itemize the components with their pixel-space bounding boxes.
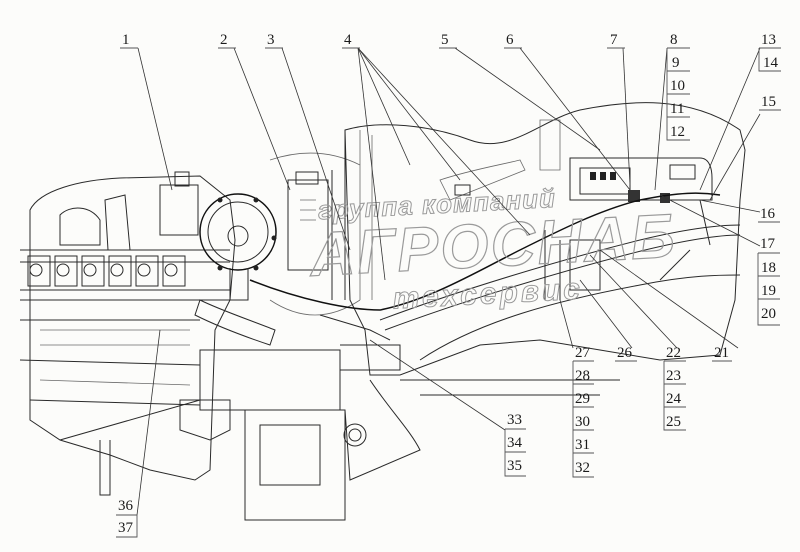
callout-35: 35 [507, 458, 522, 474]
harness-routes [249, 192, 721, 341]
callout-group-17-20: 17 18 19 20 [757, 236, 780, 326]
air-filter [194, 193, 277, 346]
callout-label: 2 [220, 32, 228, 48]
callout-32: 32 [575, 460, 590, 476]
leader-lines [136, 47, 761, 516]
callout-36: 36 [118, 498, 134, 514]
transmission-frame [179, 344, 620, 521]
callout-1: 1 [120, 32, 138, 49]
callout-labels: 1 2 3 4 5 6 7 8 9 10 11 12 13 14 15 16 1… [116, 32, 781, 538]
callout-label: 6 [506, 32, 514, 48]
radiator [269, 152, 361, 316]
callout-label: 26 [617, 345, 633, 361]
callout-group-27-32: 27 28 29 30 31 32 [572, 345, 594, 478]
callout-14: 14 [763, 55, 779, 71]
callout-21: 21 [712, 345, 732, 362]
expansion-tank [159, 171, 199, 236]
callout-label: 3 [267, 32, 275, 48]
callout-16: 16 [758, 206, 780, 223]
callout-30: 30 [575, 414, 590, 430]
callout-8: 8 [670, 32, 678, 48]
callout-label: 4 [344, 32, 352, 48]
callout-15: 15 [759, 94, 781, 111]
callout-label: 1 [122, 32, 130, 48]
callout-22: 22 [666, 345, 681, 361]
callout-28: 28 [575, 368, 590, 384]
callout-label: 21 [714, 345, 729, 361]
callout-group-13-14: 13 14 [758, 32, 781, 72]
callout-group-22-25: 22 23 24 25 [663, 345, 686, 431]
callout-3: 3 [265, 32, 283, 49]
callout-23: 23 [666, 368, 681, 384]
instrument-panel [539, 119, 713, 203]
callout-18: 18 [761, 260, 776, 276]
callout-label: 15 [761, 94, 776, 110]
callout-25: 25 [666, 414, 681, 430]
callout-12: 12 [670, 124, 685, 140]
callout-27: 27 [575, 345, 591, 361]
watermark: группа компаний АГРОСНАБ техсервис [306, 182, 679, 316]
callout-37: 37 [118, 520, 134, 536]
callout-17: 17 [760, 236, 776, 252]
callout-group-8-12: 8 9 10 11 12 [666, 32, 690, 141]
callout-label: 5 [441, 32, 449, 48]
callout-9: 9 [672, 55, 680, 71]
callout-5: 5 [439, 32, 457, 49]
callout-4: 4 [342, 32, 360, 49]
engine-block [19, 175, 236, 496]
callout-11: 11 [670, 101, 684, 117]
callout-13: 13 [761, 32, 776, 48]
callout-26: 26 [615, 345, 637, 362]
callout-group-33-35: 33 34 35 [504, 412, 526, 477]
callout-10: 10 [670, 78, 685, 94]
callout-20: 20 [761, 306, 776, 322]
callout-label: 7 [610, 32, 618, 48]
callout-7: 7 [607, 32, 625, 49]
callout-29: 29 [575, 391, 590, 407]
callout-24: 24 [666, 391, 682, 407]
callout-6: 6 [504, 32, 522, 49]
callout-33: 33 [507, 412, 522, 428]
cab-hood [344, 102, 746, 376]
callout-31: 31 [575, 437, 590, 453]
callout-2: 2 [218, 32, 236, 49]
callout-34: 34 [507, 435, 523, 451]
callout-19: 19 [761, 283, 776, 299]
callout-group-36-37: 36 37 [116, 498, 138, 538]
callout-label: 16 [760, 206, 776, 222]
